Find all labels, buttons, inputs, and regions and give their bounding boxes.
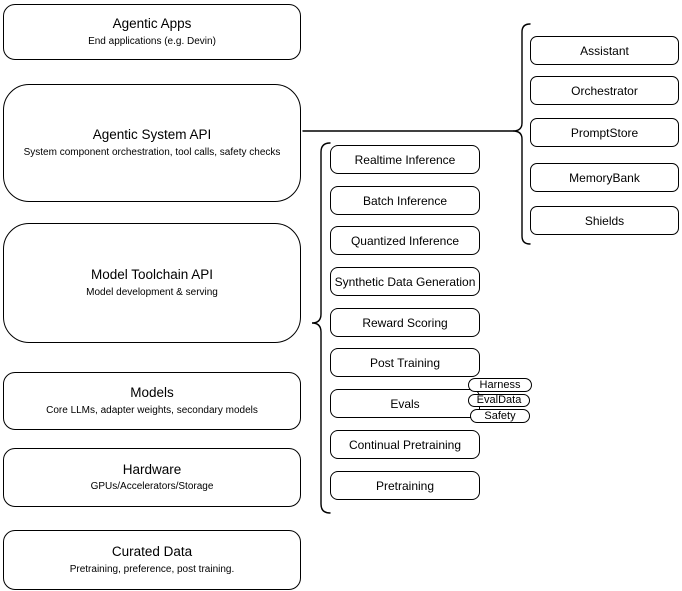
node-title: Curated Data [111, 544, 193, 560]
node-batch-inference: Batch Inference [330, 186, 480, 215]
node-subtitle: End applications (e.g. Devin) [88, 35, 216, 47]
node-assistant: Assistant [530, 36, 679, 65]
node-subtitle: System component orchestration, tool cal… [23, 146, 281, 158]
node-hardware: Hardware GPUs/Accelerators/Storage [3, 448, 301, 507]
node-subtitle: Pretraining, preference, post training. [69, 563, 235, 575]
node-subtitle: GPUs/Accelerators/Storage [90, 481, 214, 493]
node-reward-scoring: Reward Scoring [330, 308, 480, 337]
node-curated-data: Curated Data Pretraining, preference, po… [3, 530, 301, 590]
node-memorybank: MemoryBank [530, 163, 679, 192]
toolchain-brace [311, 142, 331, 514]
node-agentic-apps: Agentic Apps End applications (e.g. Devi… [3, 4, 301, 60]
pill-evaldata: EvalData [468, 394, 530, 407]
node-evals: Evals [330, 389, 480, 418]
node-models: Models Core LLMs, adapter weights, secon… [3, 372, 301, 430]
node-title: Models [130, 385, 174, 401]
node-promptstore: PromptStore [530, 118, 679, 147]
node-title: Agentic System API [92, 127, 212, 143]
node-title: Agentic Apps [112, 16, 192, 32]
system-components-brace [512, 23, 531, 245]
node-pretraining: Pretraining [330, 471, 480, 500]
pill-harness: Harness [468, 378, 532, 392]
node-continual-pretraining: Continual Pretraining [330, 430, 480, 459]
node-synthetic-data-generation: Synthetic Data Generation [330, 267, 480, 296]
node-agentic-system-api: Agentic System API System component orch… [3, 84, 301, 202]
node-orchestrator: Orchestrator [530, 76, 679, 105]
node-shields: Shields [530, 206, 679, 235]
node-realtime-inference: Realtime Inference [330, 145, 480, 174]
node-post-training: Post Training [330, 348, 480, 377]
node-quantized-inference: Quantized Inference [330, 226, 480, 255]
node-subtitle: Core LLMs, adapter weights, secondary mo… [46, 404, 258, 416]
node-subtitle: Model development & serving [86, 286, 218, 298]
node-title: Model Toolchain API [90, 267, 214, 283]
node-model-toolchain-api: Model Toolchain API Model development & … [3, 223, 301, 343]
node-title: Hardware [122, 461, 182, 477]
pill-safety: Safety [470, 409, 530, 423]
